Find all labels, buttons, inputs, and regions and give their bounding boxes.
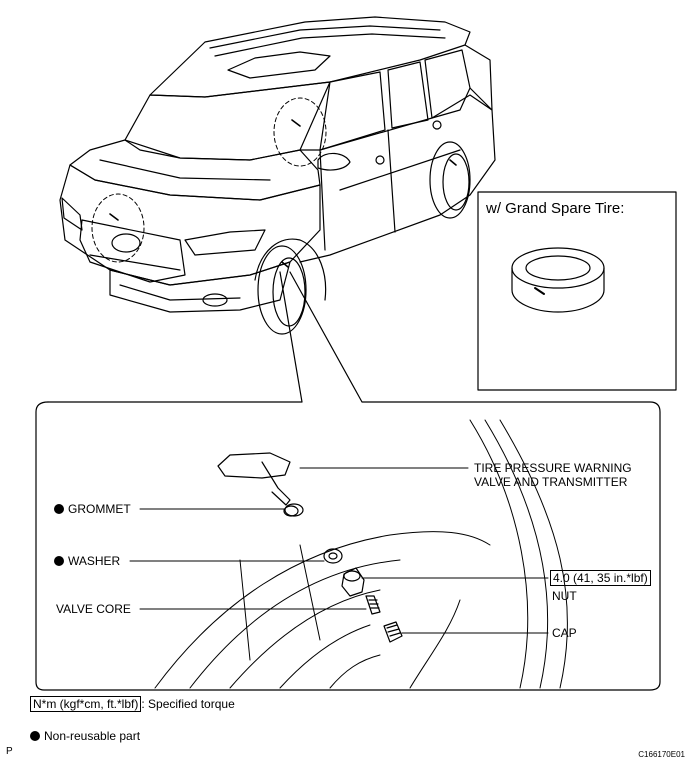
label-grommet-text: GROMMET bbox=[68, 502, 131, 516]
label-valve-core: VALVE CORE bbox=[56, 602, 131, 616]
legend-non-reusable: Non-reusable part bbox=[30, 729, 140, 743]
legend-non-reusable-text: Non-reusable part bbox=[44, 729, 141, 743]
legend-torque-unit: N*m (kgf*cm, ft.*lbf) bbox=[30, 696, 142, 712]
cap-part bbox=[383, 621, 403, 643]
label-washer: WASHER bbox=[54, 554, 120, 568]
leader-lines bbox=[129, 467, 549, 634]
inset-title: w/ Grand Spare Tire: bbox=[486, 200, 625, 217]
grommet-part bbox=[283, 505, 299, 517]
label-transmitter-line2: VALVE AND TRANSMITTER bbox=[474, 475, 628, 489]
label-grommet: GROMMET bbox=[54, 502, 131, 516]
figure-id: C166170E01 bbox=[638, 750, 685, 759]
wheel-rim-detail bbox=[154, 419, 568, 689]
non-reusable-dot-icon bbox=[30, 731, 40, 741]
torque-value-box: 4.0 (41, 35 in.*lbf) bbox=[550, 570, 651, 586]
label-nut: NUT bbox=[552, 589, 577, 603]
label-washer-text: WASHER bbox=[68, 554, 121, 568]
washer-part bbox=[323, 548, 343, 564]
non-reusable-dot-icon bbox=[54, 504, 64, 514]
nut-part bbox=[341, 567, 365, 597]
callout-frame bbox=[35, 271, 661, 691]
inset-spare-tire bbox=[477, 191, 677, 391]
non-reusable-dot-icon bbox=[54, 556, 64, 566]
valve-core-part bbox=[365, 595, 381, 615]
vehicle-illustration bbox=[59, 16, 496, 335]
legend-torque-desc: : Specified torque bbox=[141, 697, 235, 711]
legend-torque: N*m (kgf*cm, ft.*lbf): Specified torque bbox=[30, 696, 235, 712]
label-transmitter: TIRE PRESSURE WARNING VALVE AND TRANSMIT… bbox=[474, 461, 632, 489]
label-torque: 4.0 (41, 35 in.*lbf) bbox=[550, 570, 651, 586]
page-mark: P bbox=[6, 746, 13, 757]
label-transmitter-line1: TIRE PRESSURE WARNING bbox=[474, 461, 632, 475]
label-cap: CAP bbox=[552, 626, 577, 640]
